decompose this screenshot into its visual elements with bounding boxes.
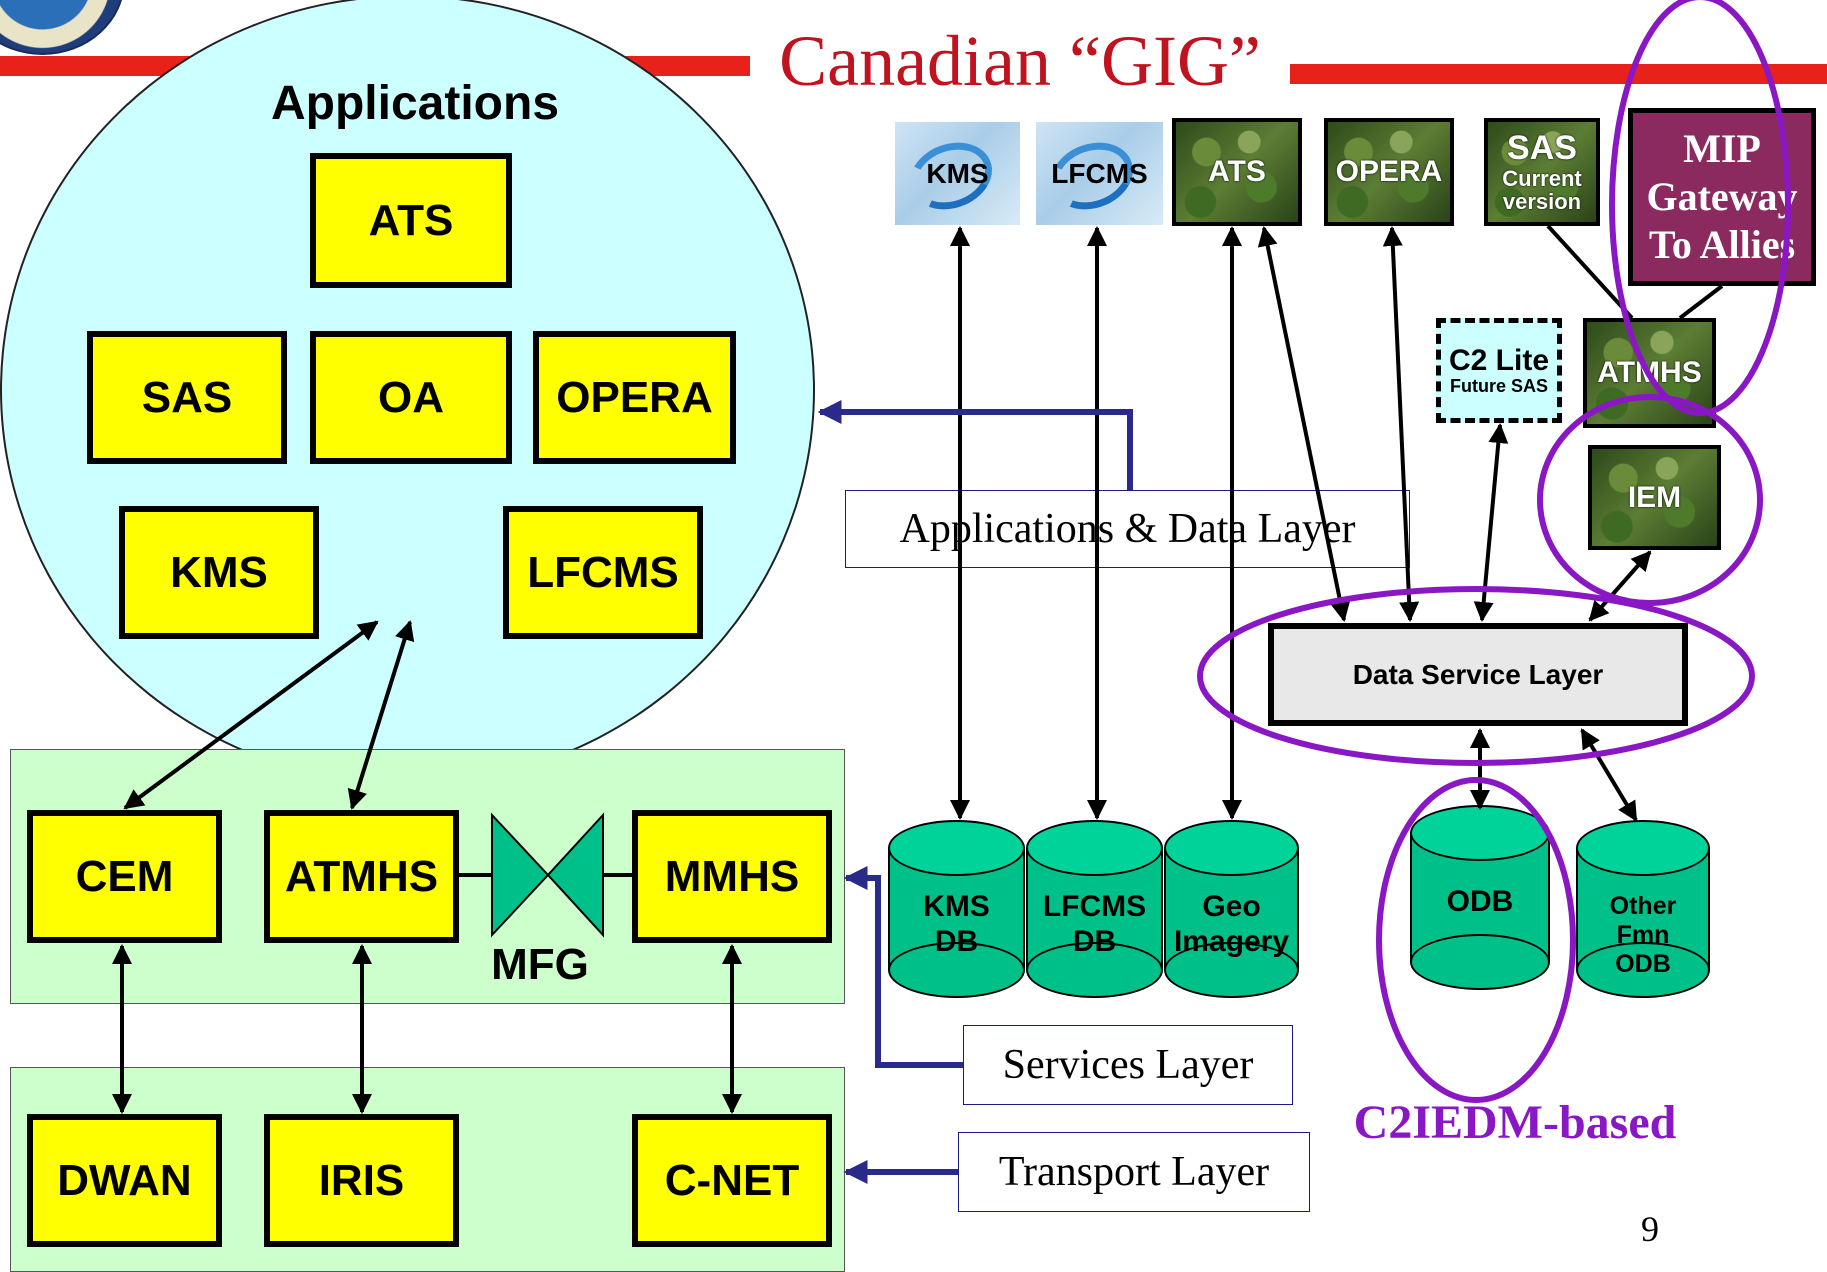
arrow-dsl-other: [1580, 728, 1638, 822]
app-box-opera: OPERA: [533, 331, 736, 464]
c2lite-subtitle: Future SAS: [1449, 376, 1548, 397]
service-box-cem: CEM: [27, 810, 222, 943]
data-service-layer-box: Data Service Layer: [1268, 623, 1688, 726]
atmhs-icon: ATMHS: [1583, 318, 1716, 428]
ats-app-icon: ATS: [1172, 118, 1302, 226]
geo-line2: Imagery: [1173, 924, 1290, 958]
opera-app-label: OPERA: [1335, 155, 1443, 188]
data-service-layer-label: Data Service Layer: [1352, 658, 1604, 690]
services-layer-label: Services Layer: [963, 1025, 1293, 1105]
pointer-apps-layer: [817, 400, 1133, 490]
transport-box-dwan: DWAN: [27, 1114, 222, 1247]
lfcms-db-line1: LFCMS: [1042, 890, 1147, 923]
opera-app-icon: OPERA: [1324, 118, 1454, 226]
arrow-c2lite-dsl: [1473, 423, 1509, 622]
transport-layer-label: Transport Layer: [958, 1132, 1310, 1212]
kms-app-label: KMS: [926, 157, 989, 189]
iem-icon-label: IEM: [1627, 480, 1682, 514]
c2lite-box: C2 Lite Future SAS: [1436, 318, 1562, 423]
applications-data-layer-label: Applications & Data Layer: [845, 490, 1410, 568]
lfcms-db-line2: DB: [1072, 924, 1117, 958]
kms-db-line1: KMS: [923, 890, 990, 923]
page-title: Canadian “GIG”: [779, 21, 1261, 101]
mip-gateway-line1: MIP: [1683, 126, 1761, 171]
arrow-iem-dsl: [1588, 550, 1652, 622]
kms-app-icon: KMS: [895, 122, 1020, 225]
lfcms-app-icon: LFCMS: [1036, 122, 1163, 225]
app-box-ats: ATS: [310, 153, 512, 288]
seal-logo: [0, 0, 125, 55]
page-number: 9: [1641, 1209, 1659, 1249]
link-mip-atmhs: [1678, 284, 1724, 320]
other-line3: ODB: [1615, 949, 1671, 978]
sas-app-line1: Current: [1502, 165, 1582, 191]
service-box-mmhs: MMHS: [632, 810, 832, 943]
app-box-kms: KMS: [119, 506, 319, 639]
ats-app-label: ATS: [1208, 155, 1266, 188]
title-bar-right: [1290, 64, 1827, 84]
odb-label: ODB: [1446, 885, 1514, 918]
geo-line1: Geo: [1202, 890, 1261, 923]
sas-app-icon: SAS Current version: [1484, 118, 1600, 226]
app-box-lfcms: LFCMS: [503, 506, 703, 639]
lfcms-app-label: LFCMS: [1051, 157, 1148, 189]
app-box-sas: SAS: [87, 331, 287, 464]
c2iedm-label: C2IEDM-based: [1353, 1096, 1677, 1149]
mip-gateway-line3: To Allies: [1648, 222, 1796, 267]
transport-box-iris: IRIS: [264, 1114, 459, 1247]
app-box-oa: OA: [310, 331, 512, 464]
c2lite-title: C2 Lite: [1448, 344, 1550, 378]
other-line1: Other: [1609, 892, 1677, 920]
service-box-atmhs: ATMHS: [264, 810, 459, 943]
sas-app-line2: version: [1502, 188, 1582, 214]
mfg-label: MFG: [491, 940, 589, 989]
odb-cylinder: ODB: [1410, 805, 1550, 990]
mip-gateway-line2: Gateway: [1646, 174, 1798, 219]
link-sas-atmhs: [1546, 224, 1634, 320]
atmhs-icon-label: ATMHS: [1597, 356, 1702, 389]
iem-icon: IEM: [1588, 445, 1721, 550]
mip-gateway-box: MIP Gateway To Allies: [1628, 108, 1816, 286]
sas-app-title: SAS: [1507, 129, 1577, 168]
transport-box-cnet: C-NET: [632, 1114, 832, 1247]
kms-db-line2: DB: [934, 924, 979, 958]
applications-heading: Applications: [270, 77, 560, 130]
other-line2: Fmn: [1616, 920, 1670, 949]
